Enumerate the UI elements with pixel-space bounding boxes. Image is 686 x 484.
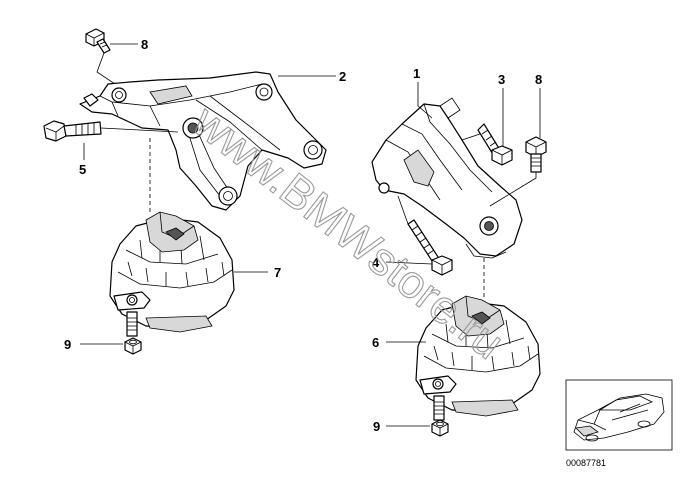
reference-number: 00087781: [566, 458, 606, 468]
callout-8-right: 8: [535, 72, 542, 87]
callout-4: 4: [372, 255, 380, 270]
callout-1: 1: [413, 66, 420, 81]
bolt-4[interactable]: [407, 219, 453, 276]
callout-6: 6: [372, 335, 379, 350]
car-thumbnail: [565, 379, 673, 451]
callout-8-left: 8: [141, 37, 148, 52]
engine-mount-6[interactable]: [415, 295, 541, 421]
connector-line-8-right: [489, 172, 537, 207]
leader-line-1: [417, 82, 433, 119]
bolt-3[interactable]: [477, 123, 513, 166]
bolt-5[interactable]: [43, 120, 102, 142]
bracket-2[interactable]: [79, 71, 327, 211]
nut-9-left[interactable]: [124, 337, 142, 355]
engine-mount-7[interactable]: [109, 211, 235, 337]
connector-line-4: [397, 195, 409, 225]
connector-line-8: [96, 52, 119, 87]
callout-3: 3: [498, 72, 505, 87]
callout-2: 2: [339, 69, 346, 84]
nut-9-right[interactable]: [431, 419, 449, 437]
callout-9-right: 9: [373, 419, 380, 434]
bolt-8-right[interactable]: [525, 136, 547, 173]
leader-line-4: [385, 261, 433, 265]
callout-5: 5: [79, 162, 86, 177]
bolt-8-left[interactable]: [85, 28, 111, 54]
leader-line-5: [100, 127, 179, 133]
callout-7: 7: [274, 265, 281, 280]
bracket-1[interactable]: [371, 97, 523, 259]
callout-9-left: 9: [64, 337, 71, 352]
